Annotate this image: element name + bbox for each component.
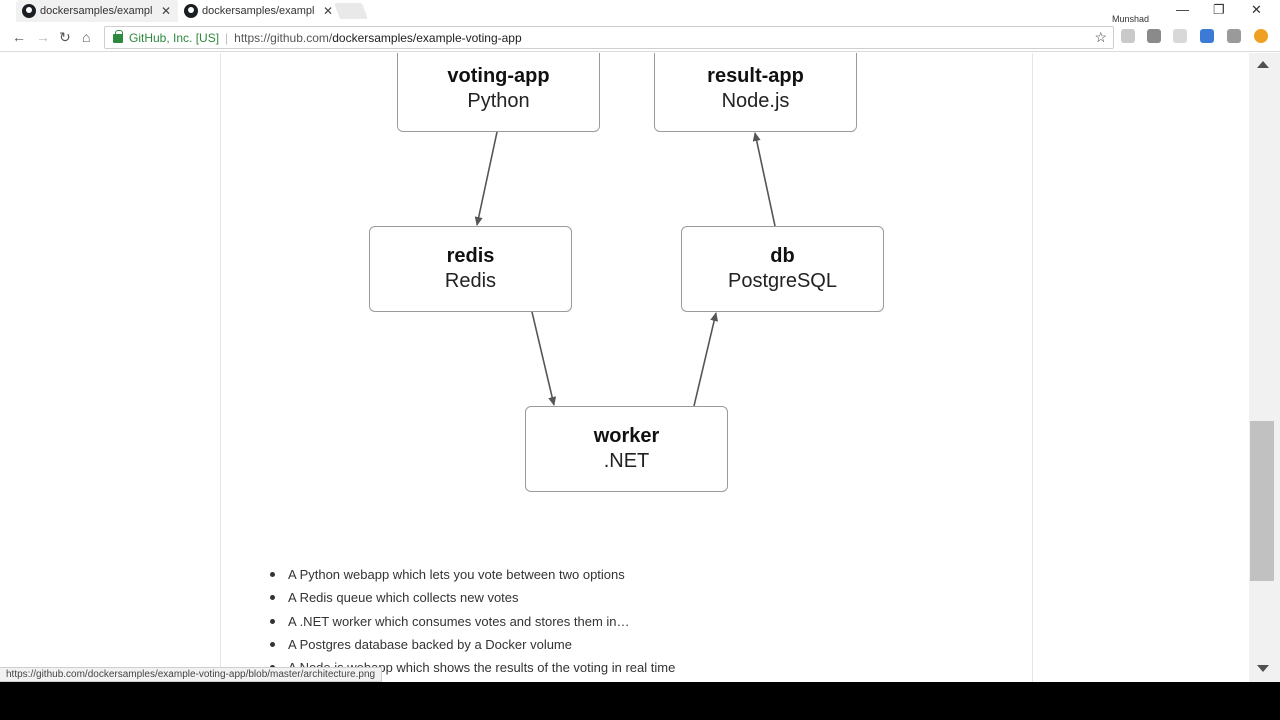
list-item: A Postgres database backed by a Docker v… bbox=[266, 633, 675, 656]
node-name: result-app bbox=[707, 65, 804, 87]
node-redis[interactable]: redis Redis bbox=[369, 226, 572, 312]
extension-icon[interactable] bbox=[1173, 29, 1187, 43]
tab-inactive[interactable]: dockersamples/example- ✕ bbox=[16, 0, 179, 22]
tab-active[interactable]: dockersamples/example- ✕ bbox=[178, 0, 341, 22]
list-item: A Python webapp which lets you vote betw… bbox=[266, 563, 675, 586]
alert-icon[interactable] bbox=[1254, 29, 1268, 43]
home-icon[interactable]: ⌂ bbox=[82, 29, 91, 45]
node-name: db bbox=[770, 245, 795, 267]
tab-strip: dockersamples/example- ✕ dockersamples/e… bbox=[0, 0, 1280, 24]
node-worker[interactable]: worker .NET bbox=[525, 406, 728, 492]
close-icon[interactable]: ✕ bbox=[160, 4, 171, 18]
profile-name[interactable]: Munshad bbox=[1112, 14, 1150, 24]
tab-title: dockersamples/example- bbox=[202, 5, 314, 17]
browser-window: dockersamples/example- ✕ dockersamples/e… bbox=[0, 0, 1280, 682]
camera-icon[interactable] bbox=[1227, 29, 1241, 43]
url-prefix: https://github.com/ bbox=[234, 30, 333, 45]
edge-db-to-result bbox=[752, 132, 776, 227]
edge-voting-to-redis bbox=[474, 131, 498, 226]
list-item: A Node.js webapp which shows the results… bbox=[266, 656, 675, 679]
node-tech: Redis bbox=[444, 270, 497, 292]
browser-toolbar: ← → ↻ ⌂ GitHub, Inc. [US] | https://gith… bbox=[0, 24, 1280, 52]
reload-icon[interactable]: ↻ bbox=[59, 29, 71, 45]
node-name: worker bbox=[593, 425, 660, 447]
divider: | bbox=[225, 30, 229, 45]
edge-redis-to-worker bbox=[531, 311, 557, 406]
forward-icon[interactable]: → bbox=[36, 29, 50, 45]
page-scrollbar[interactable] bbox=[1249, 53, 1280, 682]
url-text[interactable]: https://github.com/dockersamples/example… bbox=[234, 31, 522, 45]
node-tech: .NET bbox=[603, 450, 650, 472]
github-icon bbox=[184, 4, 198, 18]
scroll-up-icon[interactable] bbox=[1257, 61, 1269, 68]
scroll-down-icon[interactable] bbox=[1257, 665, 1269, 672]
extension-icon[interactable] bbox=[1147, 29, 1161, 43]
list-item: A .NET worker which consumes votes and s… bbox=[266, 610, 675, 633]
edge-worker-to-db bbox=[693, 312, 719, 407]
node-voting-app[interactable]: voting-app Python bbox=[397, 53, 600, 132]
node-tech: Node.js bbox=[721, 90, 790, 112]
security-label[interactable]: GitHub, Inc. [US] bbox=[129, 30, 220, 45]
node-result-app[interactable]: result-app Node.js bbox=[654, 53, 857, 132]
divider bbox=[1032, 53, 1033, 682]
node-tech: PostgreSQL bbox=[728, 270, 837, 292]
node-tech: Python bbox=[467, 90, 530, 112]
bookmark-star-icon[interactable]: ☆ bbox=[1094, 29, 1107, 45]
node-name: voting-app bbox=[447, 65, 550, 87]
close-window-icon[interactable]: ✕ bbox=[1251, 2, 1262, 17]
list-item: A Redis queue which collects new votes bbox=[266, 586, 675, 609]
new-tab-button[interactable] bbox=[334, 3, 368, 19]
divider bbox=[220, 53, 221, 682]
lock-icon bbox=[113, 30, 123, 43]
status-bar-url: https://github.com/dockersamples/example… bbox=[0, 667, 383, 682]
architecture-diagram[interactable] bbox=[0, 53, 1249, 682]
extension-icon[interactable] bbox=[1200, 29, 1214, 43]
back-icon[interactable]: ← bbox=[12, 29, 26, 45]
node-name: redis bbox=[446, 245, 495, 267]
extension-icon[interactable] bbox=[1121, 29, 1135, 43]
url-path: dockersamples/example-voting-app bbox=[332, 30, 522, 45]
github-icon bbox=[22, 4, 36, 18]
minimize-icon[interactable]: — bbox=[1176, 2, 1189, 17]
address-bar[interactable]: GitHub, Inc. [US] | https://github.com/d… bbox=[104, 26, 1114, 49]
tab-title: dockersamples/example- bbox=[40, 5, 152, 17]
component-list: A Python webapp which lets you vote betw… bbox=[266, 563, 675, 679]
close-icon[interactable]: ✕ bbox=[322, 4, 333, 18]
scroll-thumb[interactable] bbox=[1250, 421, 1274, 581]
page-content: voting-app Python result-app Node.js red… bbox=[0, 53, 1249, 682]
node-db[interactable]: db PostgreSQL bbox=[681, 226, 884, 312]
restore-icon[interactable]: ❐ bbox=[1213, 2, 1225, 17]
